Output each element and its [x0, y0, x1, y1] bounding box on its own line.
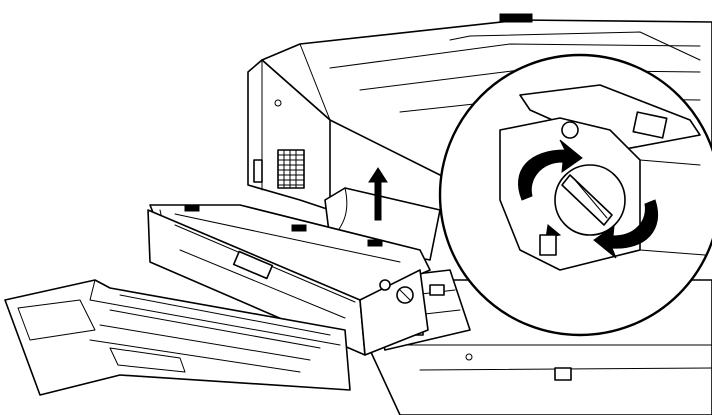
output-tray	[4, 279, 351, 396]
top-vent-grille-icon	[499, 13, 533, 23]
side-screw-icon	[274, 99, 282, 107]
inner-clip	[429, 284, 445, 296]
magnified-detail	[438, 53, 712, 337]
up-arrow-icon	[368, 167, 388, 221]
drawer-handle	[232, 250, 274, 280]
drawer-unit	[147, 204, 431, 356]
side-vent-grille-icon	[277, 149, 305, 189]
knob-icon	[554, 164, 626, 236]
front-label	[554, 367, 572, 381]
front-screw-icon	[465, 353, 473, 361]
power-switch	[253, 159, 263, 183]
